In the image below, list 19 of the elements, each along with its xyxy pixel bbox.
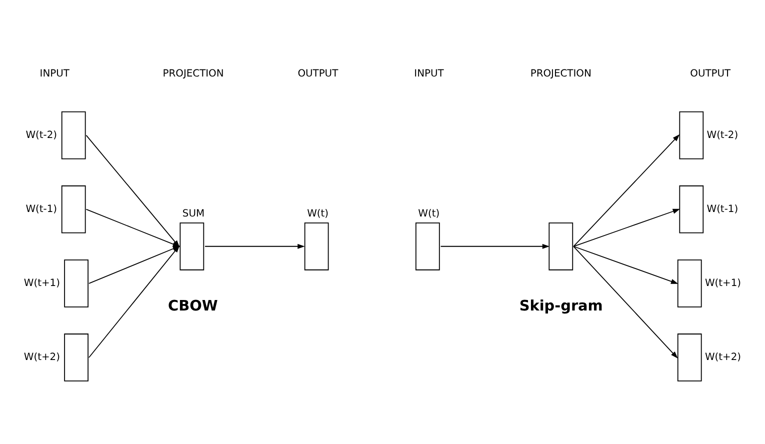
label: INPUT — [40, 68, 70, 80]
node-label: W(t-2) — [26, 130, 58, 141]
label: Skip-gram — [519, 298, 603, 314]
node-label: W(t+1) — [704, 278, 742, 289]
label: PROJECTION — [162, 68, 224, 80]
node-label: W(t-2) — [706, 130, 738, 141]
node-label: W(t-1) — [706, 204, 738, 215]
label: INPUT — [414, 68, 444, 80]
label: OUTPUT — [298, 68, 338, 80]
node-label: W(t+2) — [24, 352, 60, 364]
label: CBOW — [168, 298, 218, 314]
label: OUTPUT — [690, 68, 731, 80]
node-label: W(t-1) — [26, 204, 58, 215]
node-label: W(t+2) — [704, 352, 742, 364]
node-label: W(t+1) — [24, 278, 60, 289]
node-label: SUM — [182, 208, 205, 220]
node-label: W(t) — [418, 208, 440, 220]
label: PROJECTION — [530, 68, 592, 80]
node-label: W(t) — [307, 208, 329, 220]
